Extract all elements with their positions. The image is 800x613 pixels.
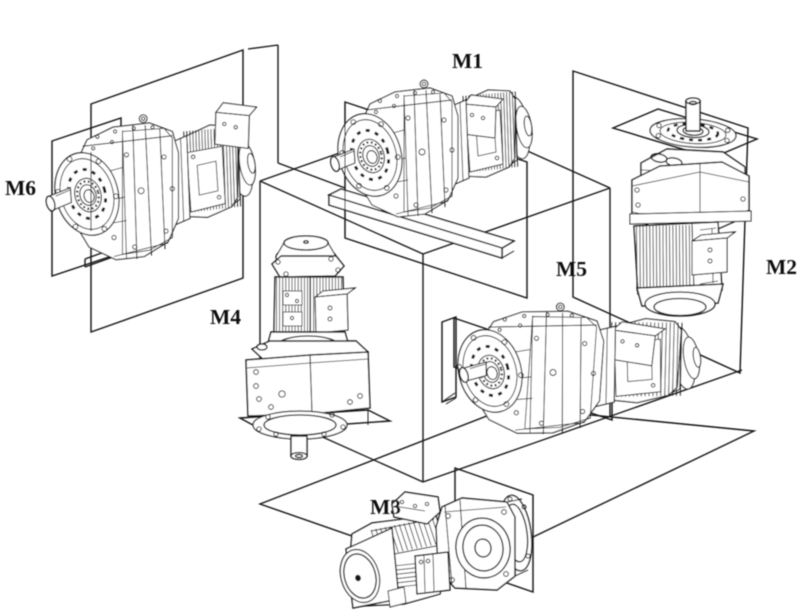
svg-text:M6: M6	[5, 176, 36, 200]
svg-text:M4: M4	[210, 305, 241, 329]
svg-text:M5: M5	[556, 257, 587, 281]
svg-text:M1: M1	[452, 49, 483, 73]
svg-text:M2: M2	[766, 255, 797, 279]
svg-text:M3: M3	[370, 495, 401, 519]
